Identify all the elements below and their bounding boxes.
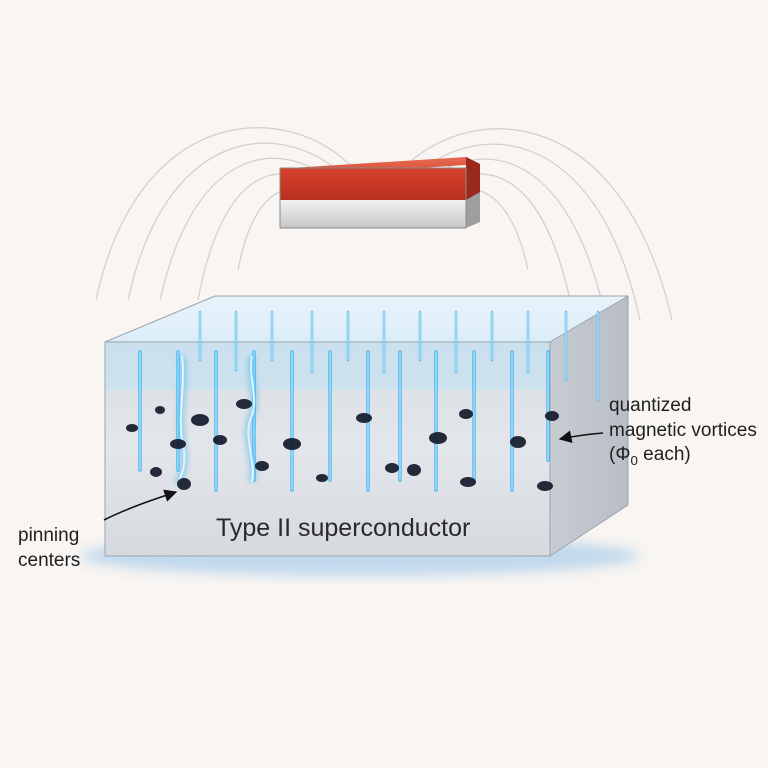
pinning-center-9 xyxy=(316,474,328,482)
pinning-center-7 xyxy=(255,461,269,471)
vortices-label-close: each) xyxy=(638,444,691,465)
vortices-label-subscript: 0 xyxy=(631,453,638,468)
pinning-center-6 xyxy=(236,399,252,409)
pinning-label-line-1: pinning xyxy=(18,524,80,549)
vortices-label-line-3: (Φ0 each) xyxy=(609,443,757,469)
pinning-center-2 xyxy=(155,406,165,414)
pinning-center-19 xyxy=(150,467,162,477)
pinning-center-8 xyxy=(283,438,301,450)
pinning-center-18 xyxy=(537,481,553,491)
pinning-label: pinning centers xyxy=(18,524,80,573)
pinning-center-13 xyxy=(429,432,447,444)
pinning-center-1 xyxy=(126,424,138,432)
vortices-label: quantized magnetic vortices (Φ0 each) xyxy=(609,394,757,469)
pinning-center-4 xyxy=(191,414,209,426)
bar-magnet xyxy=(280,157,480,228)
pinning-center-12 xyxy=(407,464,421,476)
pinning-center-11 xyxy=(385,463,399,473)
pinning-center-20 xyxy=(177,478,191,490)
vortices-label-line-2: magnetic vortices xyxy=(609,419,757,444)
vortices-label-open: (Φ xyxy=(609,444,631,465)
pinning-center-16 xyxy=(510,436,526,448)
pinning-center-5 xyxy=(213,435,227,445)
pinning-center-15 xyxy=(460,477,476,487)
wavy-vortex-1 xyxy=(248,356,254,482)
superconductor-label: Type II superconductor xyxy=(216,512,470,545)
pinning-center-14 xyxy=(459,409,473,419)
pinning-center-3 xyxy=(170,439,186,449)
pinning-center-17 xyxy=(545,411,559,421)
pinning-label-line-2: centers xyxy=(18,549,80,574)
pinning-center-10 xyxy=(356,413,372,423)
vortices-label-line-1: quantized xyxy=(609,394,757,419)
